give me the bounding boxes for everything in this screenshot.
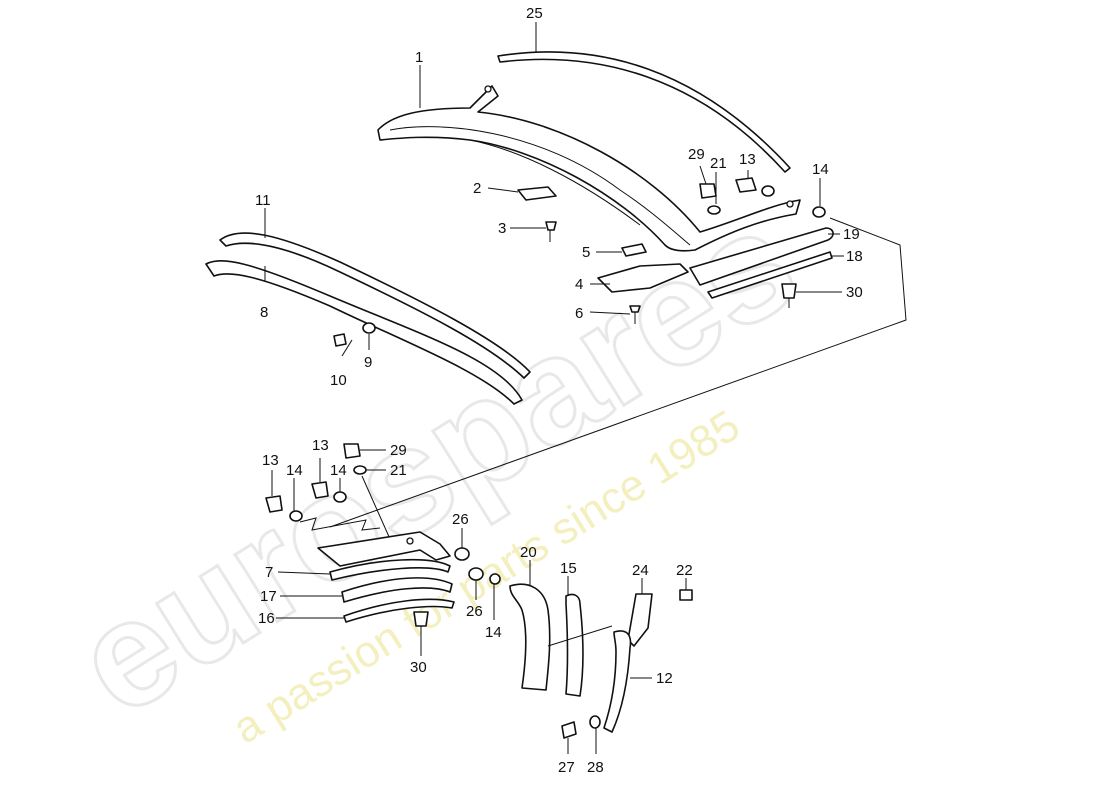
bolt-13c	[311, 481, 329, 499]
washer-14c	[289, 510, 303, 522]
nut-29a	[699, 183, 717, 199]
callout-15: 15	[560, 560, 577, 577]
callout-13-left: 13	[262, 452, 279, 469]
callout-14-left: 14	[286, 462, 303, 479]
callout-16: 16	[258, 610, 275, 627]
trim-strip-25	[497, 51, 791, 173]
bolt-13b	[265, 495, 283, 513]
bolt-30b	[413, 611, 429, 640]
callout-14-bottom: 14	[485, 624, 502, 641]
rail-8	[205, 260, 523, 405]
callout-28: 28	[587, 759, 604, 776]
callout-1: 1	[415, 49, 423, 66]
callout-22: 22	[676, 562, 693, 579]
callout-26-bottom: 26	[466, 603, 483, 620]
strip-16	[343, 598, 455, 623]
callout-29-top: 29	[688, 146, 705, 163]
pillar-seal-15	[565, 593, 584, 697]
callout-7: 7	[265, 564, 273, 581]
callout-26-top: 26	[452, 511, 469, 528]
callout-3: 3	[498, 220, 506, 237]
cover-12	[603, 630, 632, 733]
callout-13-top: 13	[739, 151, 756, 168]
washer-14b	[812, 206, 826, 218]
washer-14e	[489, 573, 501, 585]
roof-frame-1	[377, 85, 801, 252]
callout-21-top: 21	[710, 155, 727, 172]
pillar-trim-20	[509, 583, 551, 691]
washer-9	[362, 322, 376, 334]
bushing-26a	[454, 547, 470, 561]
bracket-4	[597, 263, 689, 293]
callout-30-bottom: 30	[410, 659, 427, 676]
rail-seal-11	[219, 232, 531, 379]
nut-29b	[343, 443, 361, 459]
callout-11: 11	[255, 192, 271, 209]
bracket-2	[517, 186, 557, 201]
callout-6: 6	[575, 305, 583, 322]
washer-21a	[707, 205, 721, 215]
seal-17	[341, 577, 453, 603]
callout-13-mid: 13	[312, 437, 329, 454]
callout-14-top: 14	[812, 161, 829, 178]
hinge-arm-7	[317, 531, 451, 567]
callout-10: 10	[330, 372, 347, 389]
washer-28	[589, 715, 601, 729]
clip-5	[621, 243, 647, 257]
callout-2: 2	[473, 180, 481, 197]
bolt-30a	[781, 283, 797, 308]
screw-10	[333, 333, 347, 347]
bolt-13a	[735, 177, 757, 193]
seal-7b	[329, 558, 451, 581]
callout-5: 5	[582, 244, 590, 261]
washer-21b	[353, 465, 367, 475]
callout-8: 8	[260, 304, 268, 321]
leader-lines	[264, 22, 844, 754]
assembly-line	[329, 217, 907, 528]
callout-21-lower: 21	[390, 462, 407, 479]
screw-6	[629, 305, 641, 324]
callout-12: 12	[656, 670, 673, 687]
callout-30-top: 30	[846, 284, 863, 301]
seal-19	[689, 227, 834, 286]
callout-14-mid: 14	[330, 462, 347, 479]
callout-19: 19	[843, 226, 860, 243]
bushing-26b	[468, 567, 484, 581]
callout-27: 27	[558, 759, 575, 776]
screw-27	[561, 721, 577, 739]
callout-9: 9	[364, 354, 372, 371]
seal-18	[707, 251, 833, 299]
callout-25: 25	[526, 5, 543, 22]
callout-20: 20	[520, 544, 537, 561]
trim-24	[627, 593, 653, 647]
washer-14a	[761, 185, 775, 197]
washer-14d	[333, 491, 347, 503]
callout-29-lower: 29	[390, 442, 407, 459]
callout-24: 24	[632, 562, 649, 579]
callout-labels: 25 1 2 3 11 8 10 9 29 21 13 14 19 18 5 4…	[255, 5, 863, 776]
screw-3	[545, 221, 557, 242]
callout-18: 18	[846, 248, 863, 265]
screw-22	[679, 589, 693, 601]
callout-4: 4	[575, 276, 583, 293]
callout-17: 17	[260, 588, 277, 605]
